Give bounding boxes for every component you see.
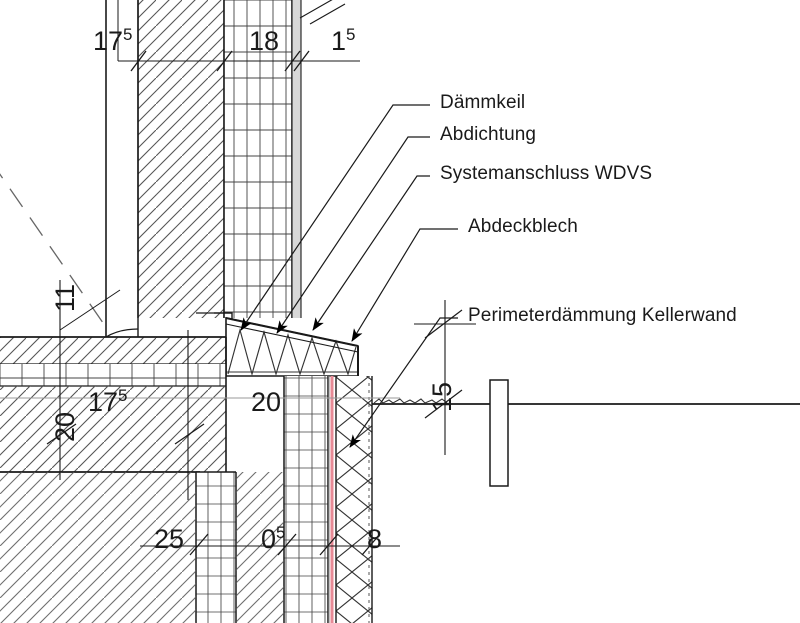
annotation-abdichtung: Abdichtung bbox=[440, 124, 537, 145]
dimension-mid-175: 175 bbox=[88, 386, 128, 417]
dimension-right-15: 15 bbox=[427, 381, 457, 412]
dimension-line-middle bbox=[0, 280, 400, 500]
innenputz-schicht bbox=[291, 0, 302, 318]
dimension-top-175: 175 bbox=[93, 25, 133, 56]
leader-abdeckblech bbox=[351, 228, 458, 342]
mauerwerk-wand bbox=[223, 0, 293, 318]
wdvs-aussendaemmung bbox=[137, 0, 225, 318]
dimension-mid-20: 20 bbox=[251, 387, 282, 417]
leader-daemmkeil bbox=[240, 104, 430, 331]
leader-lines bbox=[240, 104, 458, 448]
dimension-top-18: 18 bbox=[249, 26, 280, 56]
dimension-left-11: 11 bbox=[50, 283, 80, 312]
kellerwand bbox=[283, 376, 329, 623]
abdichtung-bahn bbox=[328, 376, 334, 623]
dimension-bottom-25: 25 bbox=[154, 524, 185, 554]
dimension-left-20: 20 bbox=[50, 411, 80, 442]
innenwand-keller bbox=[195, 471, 237, 623]
perimeterdaemmung bbox=[335, 376, 373, 623]
drainageplatte bbox=[489, 379, 509, 487]
leader-perimeter bbox=[349, 317, 458, 448]
annotation-systemanschluss-wdvs: Systemanschluss WDVS bbox=[440, 163, 653, 184]
leader-abdichtung bbox=[276, 136, 430, 334]
dimension-line-bottom bbox=[140, 533, 400, 556]
dimension-15-right bbox=[414, 300, 476, 455]
leader-systemanschluss bbox=[312, 175, 430, 331]
annotation-daemmkeil: Dämmkeil bbox=[440, 92, 526, 113]
annotation-perimeterdaemmung-kellerwand: Perimeterdämmung Kellerwand bbox=[468, 305, 737, 326]
dimension-bottom-05: 05 bbox=[261, 523, 286, 554]
erdreich-hatch bbox=[0, 472, 284, 623]
dimension-top-15: 15 bbox=[331, 25, 356, 56]
annotation-abdeckblech: Abdeckblech bbox=[468, 216, 578, 237]
dimension-bottom-8: 8 bbox=[367, 524, 383, 554]
innenwand-kanten bbox=[105, 0, 139, 338]
